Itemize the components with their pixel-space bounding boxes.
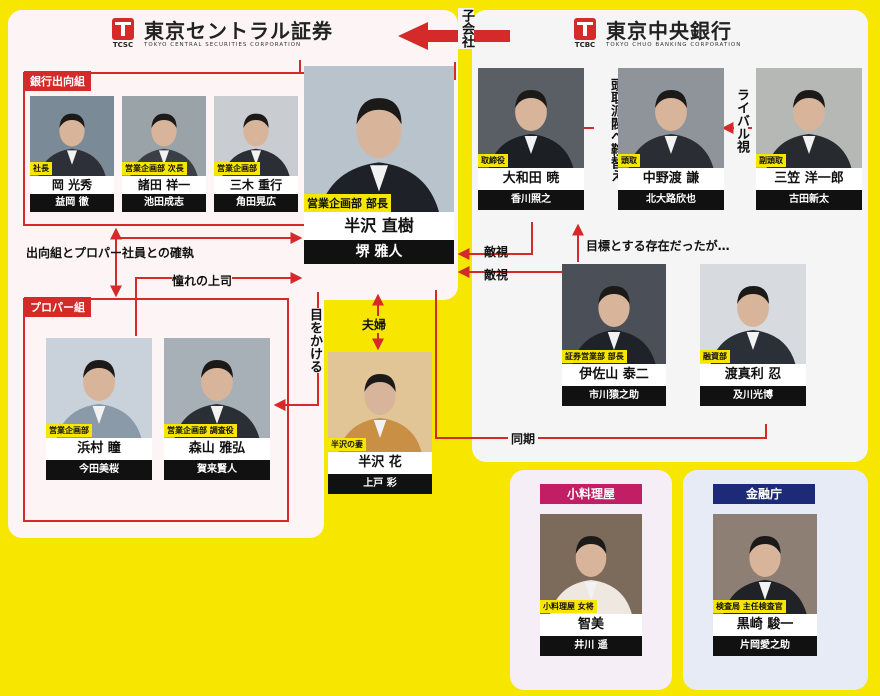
character-card-hanzawa: 営業企画部 部長半沢 直樹堺 雅人 <box>304 66 454 292</box>
actor-name-miki: 角田晃広 <box>214 194 298 212</box>
role-tomari: 融資部 <box>700 350 730 363</box>
conflict-label: 出向組とプロパー社員との確執 <box>26 246 194 260</box>
character-name-moriyama: 森山 雅弘 <box>164 438 270 460</box>
hostile2-label: 敵視 <box>484 268 509 282</box>
role-nakanowatari: 頭取 <box>618 154 640 167</box>
character-card-owada: 取締役大和田 暁香川照之 <box>478 68 584 224</box>
portrait-tomari <box>700 264 806 364</box>
role-moroda: 営業企画部 次長 <box>122 162 187 175</box>
actor-name-hamamura: 今田美桜 <box>46 460 152 480</box>
character-name-hamamura: 浜村 瞳 <box>46 438 152 460</box>
actor-name-moroda: 池田成志 <box>122 194 206 212</box>
classmates-label: 同期 <box>508 430 539 447</box>
actor-name-oka: 益岡 徹 <box>30 194 114 212</box>
character-name-owada: 大和田 暁 <box>478 168 584 190</box>
koryoriya-tag: 小料理屋 <box>540 484 642 504</box>
character-name-hana: 半沢 花 <box>328 452 432 474</box>
character-name-tomomi: 智美 <box>540 614 642 636</box>
tcsc-logo-icon: TCSC <box>108 18 138 49</box>
portrait-moriyama <box>164 338 270 438</box>
character-card-moriyama: 営業企画部 調査役森山 雅弘賀来賢人 <box>164 338 270 494</box>
bank-seconded-tag: 銀行出向組 <box>24 71 91 91</box>
character-name-nakanowatari: 中野渡 謙 <box>618 168 724 190</box>
securities-logo: TCSC 東京セントラル証券 TOKYO CENTRAL SECURITIES … <box>108 18 333 49</box>
character-name-isayama: 伊佐山 泰二 <box>562 364 666 386</box>
actor-name-tomomi: 井川 遥 <box>540 636 642 656</box>
actor-name-mikasa: 古田新太 <box>756 190 862 210</box>
actor-name-isayama: 市川猿之助 <box>562 386 666 406</box>
role-isayama: 証券営業部 部長 <box>562 350 627 363</box>
portrait-tomomi <box>540 514 642 614</box>
actor-name-tomari: 及川光博 <box>700 386 806 406</box>
role-kurosaki: 検査局 主任検査官 <box>713 600 786 613</box>
role-moriyama: 営業企画部 調査役 <box>164 424 237 437</box>
portrait-nakanowatari <box>618 68 724 168</box>
portrait-kurosaki <box>713 514 817 614</box>
portrait-hamamura <box>46 338 152 438</box>
character-name-moroda: 諸田 祥一 <box>122 176 206 194</box>
admired-label: 憧れの上司 <box>172 272 233 289</box>
actor-name-moriyama: 賀来賢人 <box>164 460 270 480</box>
proper-tag: プロパー組 <box>24 297 91 317</box>
character-card-hamamura: 営業企画部浜村 瞳今田美桜 <box>46 338 152 494</box>
securities-en: TOKYO CENTRAL SECURITIES CORPORATION <box>144 41 302 48</box>
character-name-tomari: 渡真利 忍 <box>700 364 806 386</box>
actor-name-kurosaki: 片岡愛之助 <box>713 636 817 656</box>
target-label: 目標とする存在だったが… <box>586 239 730 253</box>
favored-label: 目をかける <box>307 308 322 373</box>
bank-en: TOKYO CHUO BANKING CORPORATION <box>606 41 742 48</box>
character-card-tomari: 融資部渡真利 忍及川光博 <box>700 264 806 422</box>
bank-name: 東京中央銀行 <box>606 18 732 43</box>
role-owada: 取締役 <box>478 154 508 167</box>
role-tomomi: 小料理屋 女将 <box>540 600 597 613</box>
character-card-hana: 半沢の妻半沢 花上戸 彩 <box>328 352 432 508</box>
character-name-mikasa: 三笠 洋一郎 <box>756 168 862 190</box>
actor-name-owada: 香川照之 <box>478 190 584 210</box>
role-hamamura: 営業企画部 <box>46 424 92 437</box>
fsa-tag: 金融庁 <box>713 484 815 504</box>
portrait-hanzawa <box>304 66 454 212</box>
role-oka: 社長 <box>30 162 52 175</box>
character-name-hanzawa: 半沢 直樹 <box>304 212 454 240</box>
character-card-mikasa: 副頭取三笠 洋一郎古田新太 <box>756 68 862 224</box>
portrait-mikasa <box>756 68 862 168</box>
character-name-oka: 岡 光秀 <box>30 176 114 194</box>
character-card-nakanowatari: 頭取中野渡 謙北大路欣也 <box>618 68 724 224</box>
actor-name-hana: 上戸 彩 <box>328 474 432 494</box>
rival-label: ライバル視 <box>734 88 749 153</box>
role-hanzawa: 営業企画部 部長 <box>304 194 391 212</box>
actor-name-hanzawa: 堺 雅人 <box>304 240 454 264</box>
role-miki: 営業企画部 <box>214 162 260 175</box>
role-hana: 半沢の妻 <box>328 438 366 451</box>
role-mikasa: 副頭取 <box>756 154 786 167</box>
hostile1-label: 敵視 <box>484 245 509 259</box>
married-label: 夫婦 <box>362 316 387 333</box>
subsidiary-label: 子会社 <box>458 8 474 49</box>
proper-box <box>23 298 289 522</box>
character-name-miki: 三木 重行 <box>214 176 298 194</box>
character-card-oka: 社長岡 光秀益岡 徹 <box>30 96 114 220</box>
character-card-kurosaki: 検査局 主任検査官黒崎 駿一片岡愛之助 <box>713 514 817 672</box>
portrait-owada <box>478 68 584 168</box>
portrait-hana <box>328 352 432 452</box>
portrait-isayama <box>562 264 666 364</box>
actor-name-nakanowatari: 北大路欣也 <box>618 190 724 210</box>
tcbc-logo-icon: TCBC <box>570 18 600 49</box>
character-card-miki: 営業企画部三木 重行角田晃広 <box>214 96 298 220</box>
character-name-kurosaki: 黒崎 駿一 <box>713 614 817 636</box>
character-card-moroda: 営業企画部 次長諸田 祥一池田成志 <box>122 96 206 220</box>
character-card-tomomi: 小料理屋 女将智美井川 遥 <box>540 514 642 672</box>
character-card-isayama: 証券営業部 部長伊佐山 泰二市川猿之助 <box>562 264 666 422</box>
securities-name: 東京セントラル証券 <box>144 18 333 43</box>
bank-logo: TCBC 東京中央銀行 TOKYO CHUO BANKING CORPORATI… <box>570 18 741 49</box>
